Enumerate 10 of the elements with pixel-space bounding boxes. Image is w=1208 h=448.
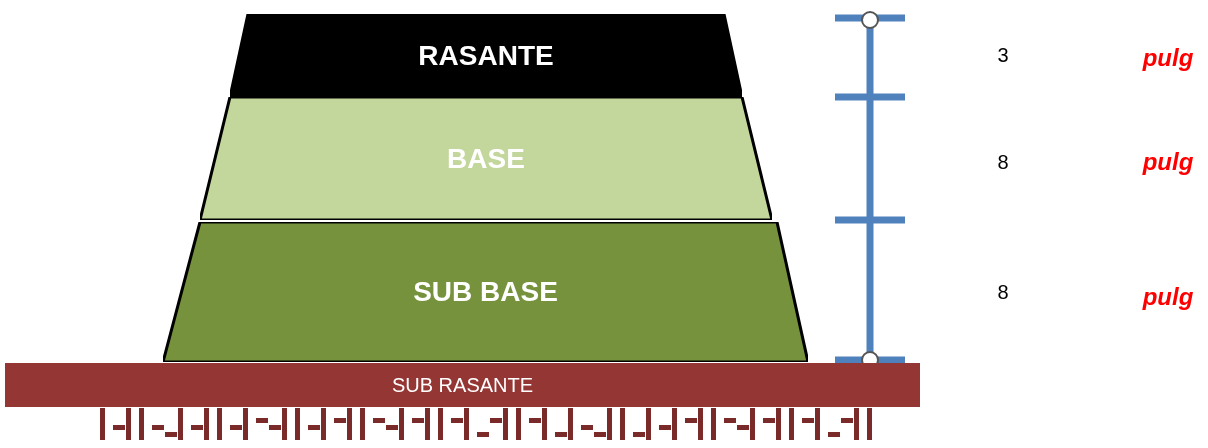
unit-label: pulg: [1142, 44, 1194, 72]
dimension-value: 8: [997, 280, 1009, 304]
dimension-value: 8: [997, 150, 1009, 174]
layer-label: SUB RASANTE: [391, 373, 534, 397]
layer-label: RASANTE: [418, 39, 554, 72]
layer-label: SUB BASE: [413, 276, 558, 308]
dimension-value: 3: [997, 43, 1009, 67]
unit-label: pulg: [1142, 148, 1194, 176]
layer-label: BASE: [447, 142, 525, 175]
unit-label: pulg: [1142, 283, 1194, 311]
